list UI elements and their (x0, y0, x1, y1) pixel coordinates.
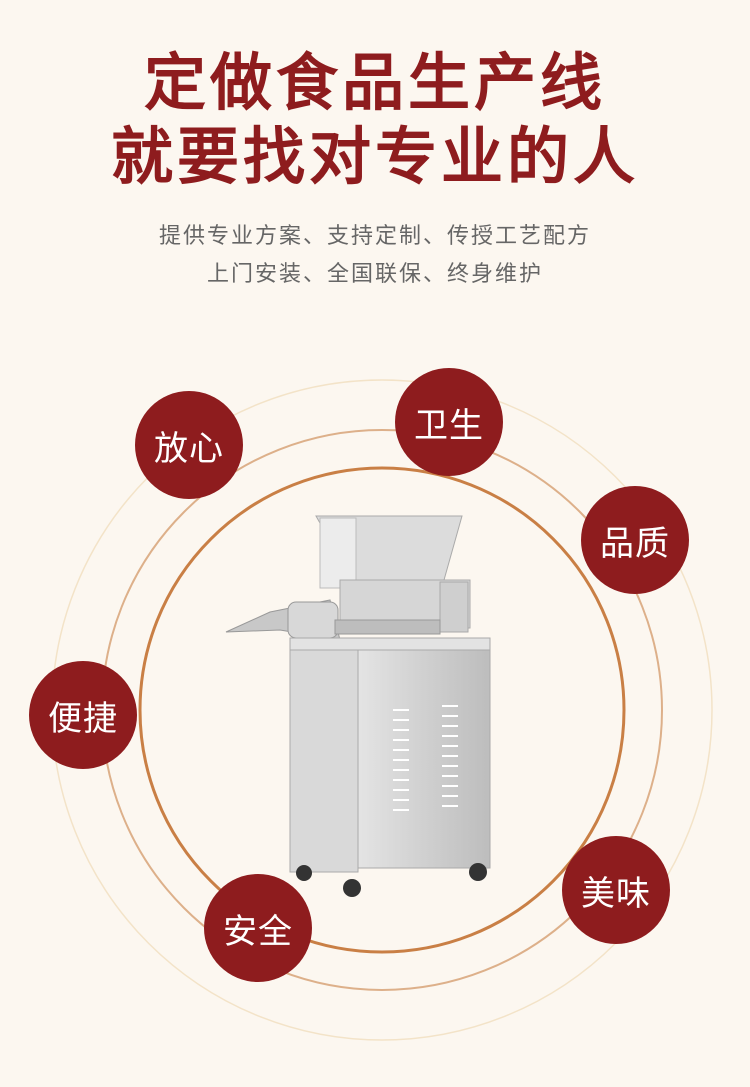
badge-taste: 美味 (562, 836, 670, 944)
inner-ring (138, 466, 626, 954)
subtitle-line-2: 上门安装、全国联保、终身维护 (206, 262, 543, 287)
badge-safety: 安全 (204, 874, 312, 982)
machine-illustration (225, 515, 491, 897)
headline-line-2: 就要找对专业的人 (110, 120, 639, 193)
subtitle-line-1: 提供专业方案、支持定制、传授工艺配方 (158, 224, 591, 249)
badge-convenience: 便捷 (29, 661, 137, 769)
badge-hygiene: 卫生 (395, 368, 503, 476)
headline-line-1: 定做食品生产线 (143, 46, 606, 119)
badge-reassurance: 放心 (135, 391, 243, 499)
badge-quality: 品质 (581, 486, 689, 594)
